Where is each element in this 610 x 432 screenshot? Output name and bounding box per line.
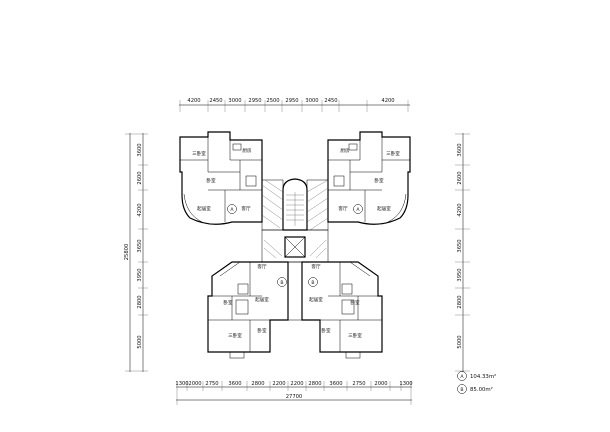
- bottom-dim-11: 2000: [374, 381, 387, 387]
- top-dim-3: 3000: [228, 98, 241, 104]
- right-dimension-chain: 3600 2600 4200 3650 3950 2800 5000: [455, 133, 470, 372]
- left-dim-2: 2600: [137, 171, 143, 184]
- room-label-ur-bedroom: 三卧室: [386, 150, 400, 157]
- room-label-ur-living: 客厅: [338, 205, 348, 212]
- top-dim-4: 2950: [248, 98, 261, 104]
- left-dim-total: 25800: [124, 244, 130, 261]
- left-dim-4: 3650: [137, 239, 143, 252]
- legend-a-area: 104.33m²: [470, 373, 496, 380]
- room-label-ll-dining: 起居室: [255, 296, 269, 303]
- left-dimension-chain: 3600 2600 4200 3650 3950 2800 5000 25800: [124, 133, 148, 372]
- bottom-dim-4: 3600: [228, 381, 241, 387]
- room-label-ur-kitchen: 厨房: [340, 147, 350, 154]
- room-label-ll-bedroom: 卧室: [223, 299, 233, 306]
- top-dim-5: 2500: [266, 98, 279, 104]
- room-label-ul-dining: 起居室: [197, 205, 211, 212]
- unit-marker-ur: A: [356, 207, 360, 213]
- right-dim-7: 5000: [457, 335, 463, 348]
- room-labels: 三卧室 厨房 卧室 起居室 客厅 厨房 三卧室 卧室 客厅 起居室 客厅 起居室…: [192, 147, 400, 339]
- building-walls: [179, 131, 411, 359]
- unit-marker-lr: B: [311, 280, 314, 286]
- room-label-ur-dining: 起居室: [377, 205, 391, 212]
- unit-marker-ul: A: [230, 207, 234, 213]
- top-dim-1: 4200: [187, 98, 200, 104]
- room-label-lr-living: 客厅: [311, 263, 321, 270]
- room-label-ur-bedroom-2: 卧室: [374, 177, 384, 184]
- room-label-ll-bedroom-2: 卧室: [257, 327, 267, 334]
- bottom-dim-7: 2200: [290, 381, 303, 387]
- bottom-dim-10: 2750: [352, 381, 365, 387]
- unit-markers: A A B B: [227, 204, 363, 287]
- left-dim-1: 3600: [137, 143, 143, 156]
- right-dim-4: 3650: [457, 239, 463, 252]
- left-dim-5: 3950: [137, 268, 143, 281]
- room-label-ll-living: 客厅: [257, 263, 267, 270]
- room-label-lr-dining: 起居室: [309, 296, 323, 303]
- top-dim-8: 2450: [324, 98, 337, 104]
- bottom-dim-12: 1300: [399, 381, 412, 387]
- right-dim-3: 4200: [457, 203, 463, 216]
- legend-b-mark: B: [460, 387, 463, 393]
- right-dim-1: 3600: [457, 143, 463, 156]
- room-label-lr-bedroom: 卧室: [350, 299, 360, 306]
- unit-marker-ll: B: [280, 280, 283, 286]
- bottom-dim-total: 27700: [286, 394, 303, 400]
- room-label-ul-bedroom: 三卧室: [192, 150, 206, 157]
- room-label-ul-kitchen: 厨房: [242, 147, 252, 154]
- top-dim-7: 3000: [305, 98, 318, 104]
- right-dim-2: 2600: [457, 171, 463, 184]
- top-dimension-chain: 4200 2450 3000 2950 2500 2950 3000 2450 …: [179, 98, 410, 112]
- left-dim-7: 5000: [137, 335, 143, 348]
- bottom-dim-5: 2800: [251, 381, 264, 387]
- legend-a-mark: A: [460, 374, 464, 380]
- bottom-dim-6: 2200: [272, 381, 285, 387]
- top-dim-9: 4200: [381, 98, 394, 104]
- right-dim-6: 2800: [457, 295, 463, 308]
- room-label-ul-bedroom-2: 卧室: [206, 177, 216, 184]
- bottom-dim-3: 2750: [205, 381, 218, 387]
- room-label-lr-bedroom-2: 卧室: [321, 327, 331, 334]
- left-dim-3: 4200: [137, 203, 143, 216]
- bottom-dim-1: 1300: [175, 381, 188, 387]
- room-label-ul-living: 客厅: [241, 205, 251, 212]
- room-label-lr-three-bedroom: 三卧室: [348, 332, 362, 339]
- left-dim-6: 2800: [137, 295, 143, 308]
- bottom-dim-9: 3600: [329, 381, 342, 387]
- bottom-dimension-chain: 1300 2000 2750 3600 2800 2200 2200 2800 …: [175, 381, 413, 405]
- bottom-dim-2: 2000: [188, 381, 201, 387]
- legend-b-area: 85.00m²: [470, 386, 493, 393]
- area-legend: A 104.33m² B 85.00m²: [457, 371, 496, 394]
- top-dim-2: 2450: [209, 98, 222, 104]
- right-dim-5: 3950: [457, 268, 463, 281]
- bottom-dim-8: 2800: [308, 381, 321, 387]
- top-dim-6: 2950: [285, 98, 298, 104]
- room-label-ll-three-bedroom: 三卧室: [228, 332, 242, 339]
